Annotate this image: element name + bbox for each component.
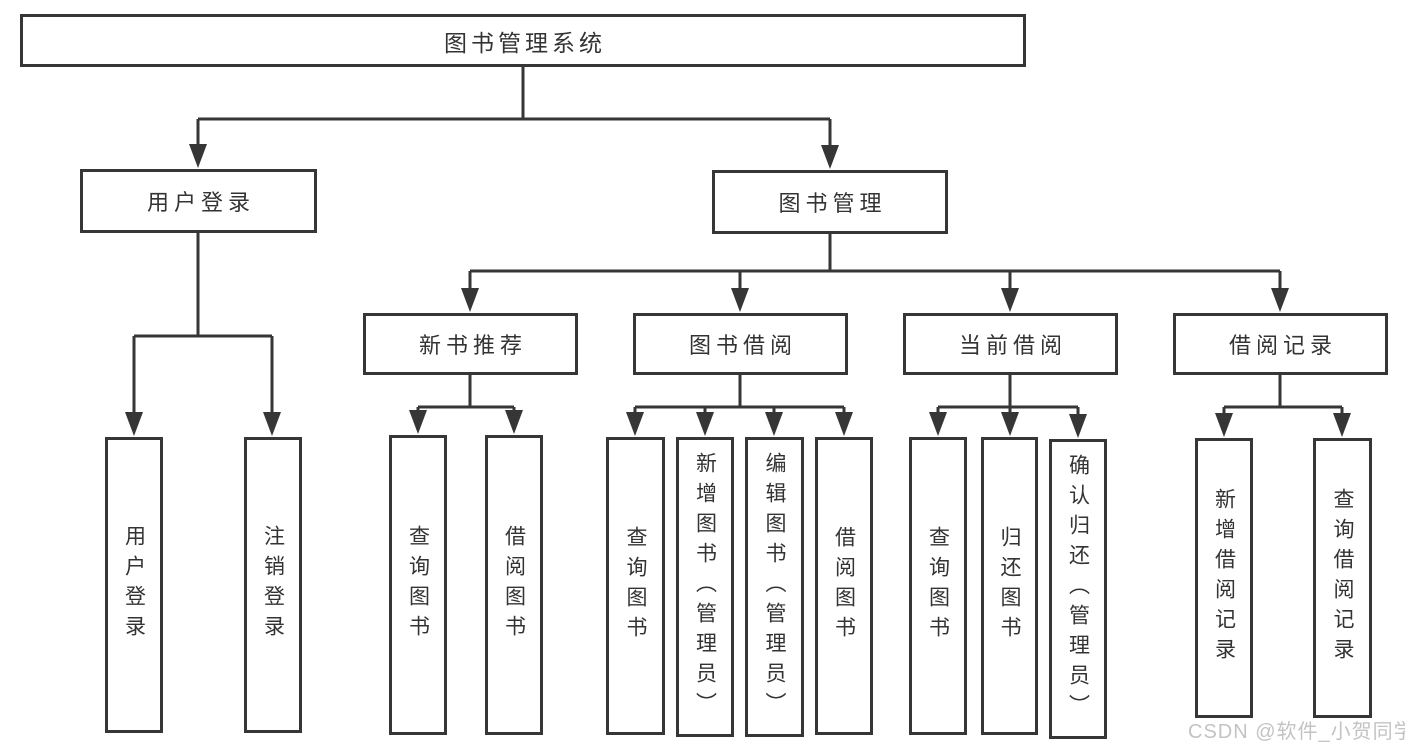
leaf-query-books-1-label: 查询图书 bbox=[406, 525, 430, 645]
leaf-query-books-3: 查询图书 bbox=[909, 437, 967, 735]
leaf-logout: 注销登录 bbox=[244, 437, 302, 733]
node-new-book-recommend-label: 新书推荐 bbox=[418, 333, 527, 358]
node-user-login: 用户登录 bbox=[80, 169, 317, 233]
leaf-add-books-admin-label: 新增图书（管理员） bbox=[693, 452, 717, 722]
node-current-borrowing: 当前借阅 bbox=[903, 313, 1118, 375]
leaf-query-books-1: 查询图书 bbox=[389, 435, 447, 735]
node-borrowing-records: 借阅记录 bbox=[1173, 313, 1388, 375]
leaf-edit-books-admin: 编辑图书（管理员） bbox=[745, 437, 804, 737]
leaf-add-borrow-record: 新增借阅记录 bbox=[1195, 438, 1253, 718]
leaf-add-books-admin: 新增图书（管理员） bbox=[676, 437, 734, 737]
leaf-borrow-books-2: 借阅图书 bbox=[815, 437, 873, 735]
leaf-user-login: 用户登录 bbox=[105, 437, 163, 733]
node-book-management: 图书管理 bbox=[712, 170, 948, 234]
leaf-confirm-return-admin: 确认归还（管理员） bbox=[1049, 439, 1107, 739]
node-book-borrowing-label: 图书借阅 bbox=[688, 333, 797, 358]
node-root: 图书管理系统 bbox=[20, 14, 1026, 67]
leaf-return-books: 归还图书 bbox=[981, 437, 1038, 735]
node-new-book-recommend: 新书推荐 bbox=[363, 313, 578, 375]
csdn-watermark: CSDN @软件_小贺同学 bbox=[1188, 721, 1405, 743]
leaf-edit-books-admin-label: 编辑图书（管理员） bbox=[763, 452, 786, 722]
leaf-add-borrow-record-label: 新增借阅记录 bbox=[1212, 488, 1236, 668]
leaf-query-books-2: 查询图书 bbox=[606, 437, 665, 735]
node-book-borrowing: 图书借阅 bbox=[633, 313, 848, 375]
node-current-borrowing-label: 当前借阅 bbox=[958, 333, 1067, 358]
leaf-query-books-3-label: 查询图书 bbox=[926, 526, 950, 646]
leaf-query-borrow-record-label: 查询借阅记录 bbox=[1331, 488, 1354, 668]
leaf-return-books-label: 归还图书 bbox=[998, 526, 1021, 646]
node-borrowing-records-label: 借阅记录 bbox=[1228, 333, 1337, 358]
leaf-confirm-return-admin-label: 确认归还（管理员） bbox=[1066, 454, 1090, 724]
leaf-borrow-books-2-label: 借阅图书 bbox=[832, 526, 856, 646]
leaf-user-login-label: 用户登录 bbox=[122, 525, 146, 645]
leaf-borrow-books-1: 借阅图书 bbox=[485, 435, 543, 735]
leaf-query-books-2-label: 查询图书 bbox=[624, 526, 647, 646]
node-root-label: 图书管理系统 bbox=[444, 29, 606, 56]
leaf-borrow-books-1-label: 借阅图书 bbox=[502, 525, 526, 645]
node-user-login-label: 用户登录 bbox=[146, 190, 255, 215]
leaf-logout-label: 注销登录 bbox=[261, 525, 285, 645]
node-book-management-label: 图书管理 bbox=[778, 191, 887, 216]
leaf-query-borrow-record: 查询借阅记录 bbox=[1313, 438, 1372, 718]
